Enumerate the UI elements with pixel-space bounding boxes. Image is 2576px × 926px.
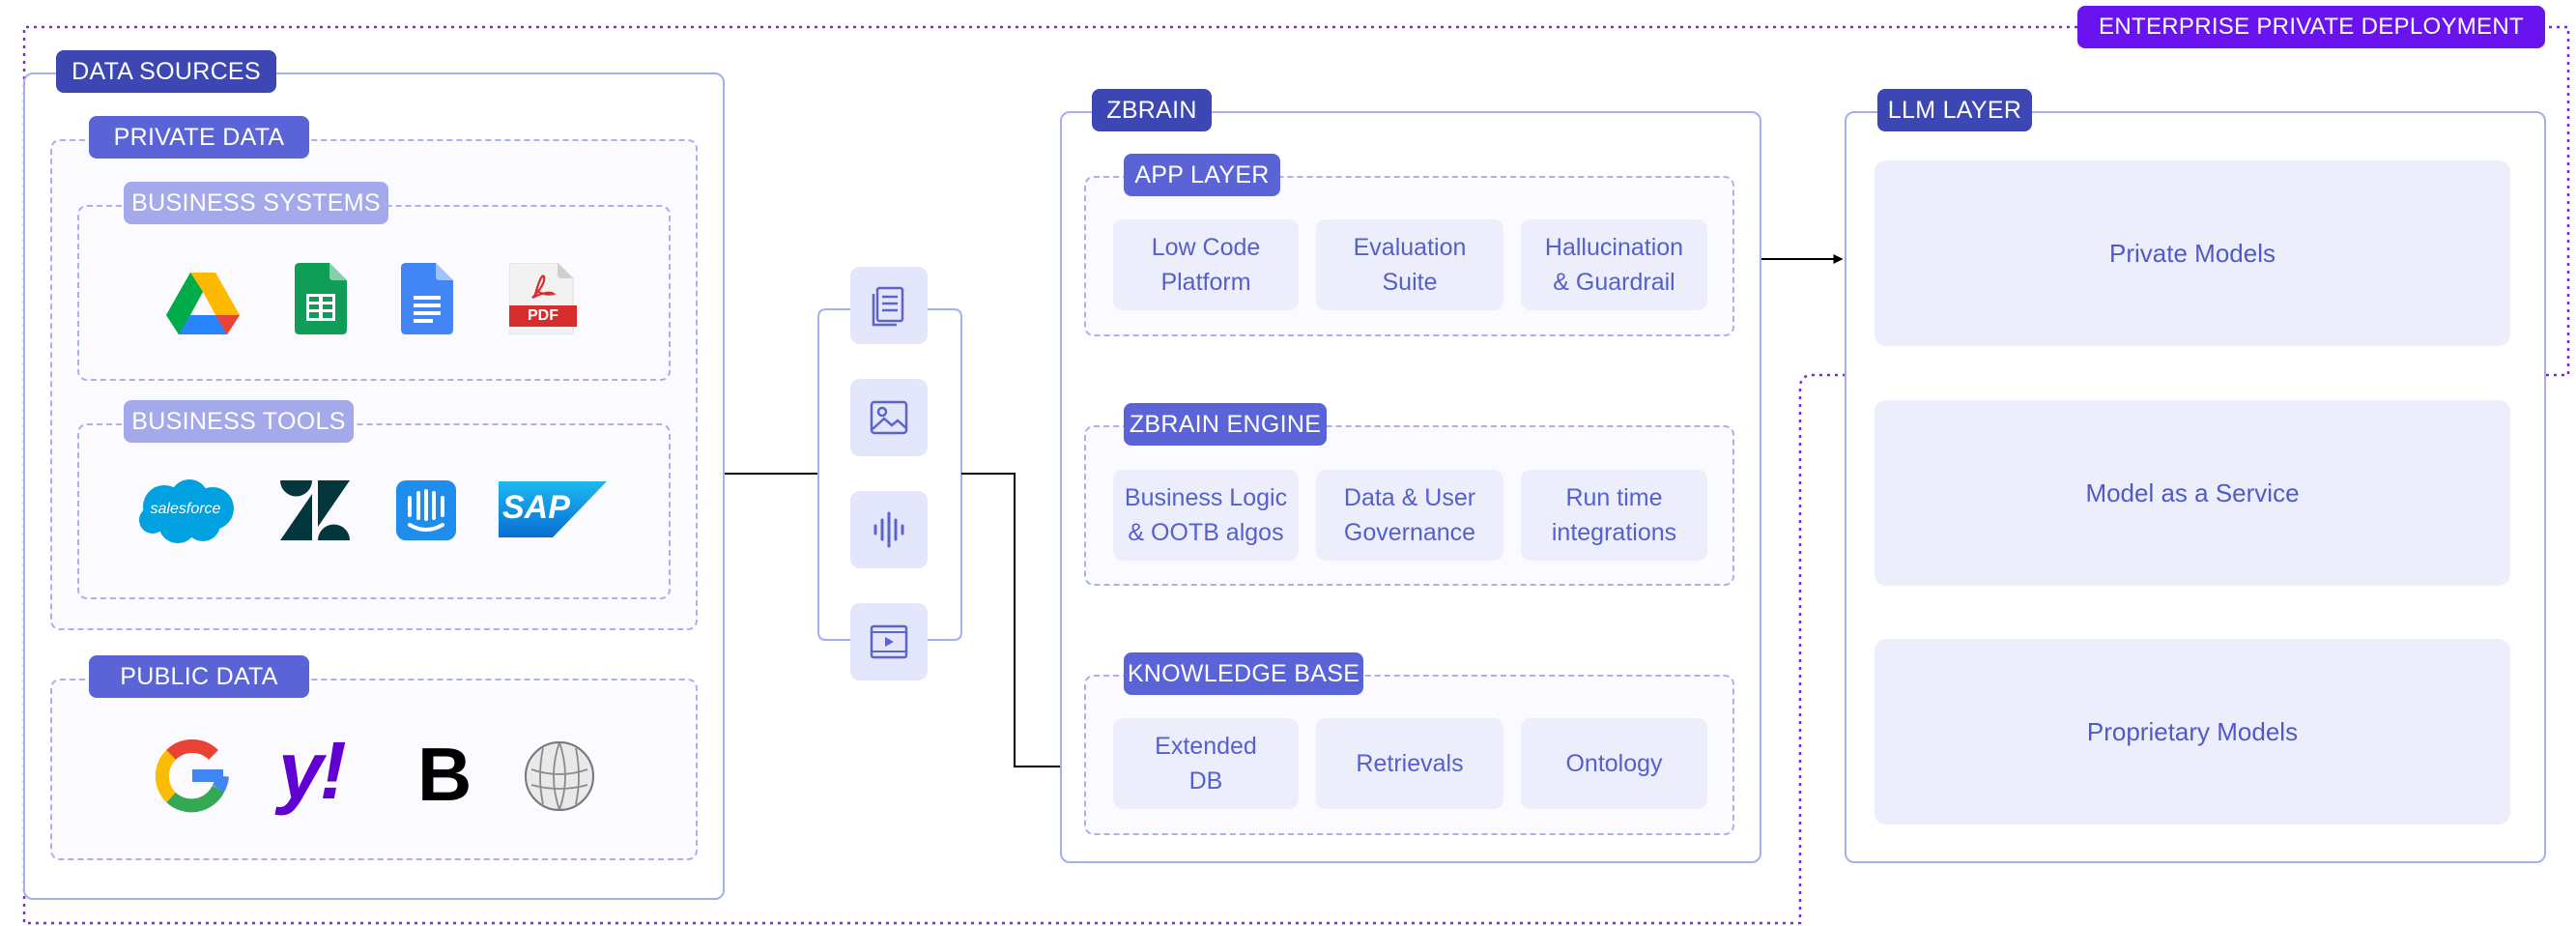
engine-card-governance-line1: Data & User (1343, 484, 1476, 511)
app-card-hallucination: Hallucination & Guardrail (1521, 219, 1707, 310)
engine-card-business-logic-line2: & OOTB algos (1128, 519, 1284, 546)
enterprise-deployment-label: ENTERPRISE PRIVATE DEPLOYMENT (2077, 6, 2545, 48)
business-systems-title: BUSINESS SYSTEMS (124, 182, 388, 224)
audio-type-box (850, 491, 928, 568)
kb-card-retrievals: Retrievals (1316, 718, 1503, 809)
image-type-box (850, 379, 928, 456)
salesforce-label: salesforce (150, 501, 221, 517)
public-data-section (50, 679, 698, 860)
zendesk-icon (280, 480, 350, 540)
app-card-low-code-line1: Low Code (1151, 234, 1261, 261)
private-data-title: PRIVATE DATA (89, 116, 309, 159)
sap-icon: SAP (499, 481, 607, 537)
google-sheets-icon (295, 263, 347, 334)
kb-card-ontology: Ontology (1521, 718, 1707, 809)
app-card-evaluation-line1: Evaluation (1353, 234, 1467, 261)
google-drive-icon (166, 273, 240, 334)
audio-wave-icon (873, 511, 904, 548)
yahoo-icon: y! (278, 725, 347, 816)
pdf-label: PDF (528, 307, 558, 324)
llm-layer-title: LLM LAYER (1877, 89, 2032, 131)
image-icon (870, 400, 908, 435)
document-icon (872, 286, 904, 327)
sap-label: SAP (502, 489, 570, 526)
document-type-box (850, 267, 928, 344)
wikipedia-icon (525, 741, 594, 811)
public-data-title: PUBLIC DATA (89, 655, 309, 698)
llm-card-proprietary-models: Proprietary Models (1875, 639, 2510, 825)
app-card-evaluation-line2: Suite (1382, 269, 1438, 296)
engine-card-runtime-line2: integrations (1551, 519, 1677, 546)
zbrain-engine-title: ZBRAIN ENGINE (1124, 403, 1327, 446)
pdf-icon: PDF (509, 263, 577, 334)
app-card-low-code-line2: Platform (1160, 269, 1251, 296)
llm-card-model-as-a-service: Model as a Service (1875, 400, 2510, 586)
engine-card-business-logic-line1: Business Logic (1124, 484, 1288, 511)
video-icon (870, 624, 908, 659)
engine-card-governance-line2: Governance (1343, 519, 1476, 546)
salesforce-icon: salesforce (135, 477, 236, 547)
data-sources-title: DATA SOURCES (56, 50, 276, 93)
kb-card-extended-db-line1: Extended (1155, 733, 1257, 760)
types-to-knowledge-base-arrow (961, 473, 1086, 771)
engine-card-runtime-line1: Run time (1565, 484, 1663, 511)
engine-card-runtime: Run time integrations (1521, 470, 1707, 561)
intercom-icon (396, 480, 456, 540)
business-tools-title: BUSINESS TOOLS (124, 400, 354, 443)
google-icon (155, 738, 229, 813)
app-card-hallucination-line1: Hallucination (1544, 234, 1684, 261)
app-card-hallucination-line2: & Guardrail (1553, 269, 1675, 296)
kb-card-extended-db-line2: DB (1188, 767, 1223, 795)
zbrain-title: ZBRAIN (1092, 89, 1212, 131)
video-type-box (850, 603, 928, 680)
types-bracket (817, 308, 962, 641)
engine-card-business-logic: Business Logic & OOTB algos (1113, 470, 1299, 561)
kb-card-ontology-line1: Ontology (1565, 750, 1663, 777)
llm-card-private-models: Private Models (1875, 160, 2510, 346)
google-docs-icon (401, 263, 453, 334)
bing-icon: B (417, 732, 472, 817)
kb-card-retrievals-line1: Retrievals (1356, 750, 1464, 777)
knowledge-base-title: KNOWLEDGE BASE (1124, 652, 1363, 695)
app-layer-title: APP LAYER (1124, 154, 1280, 196)
